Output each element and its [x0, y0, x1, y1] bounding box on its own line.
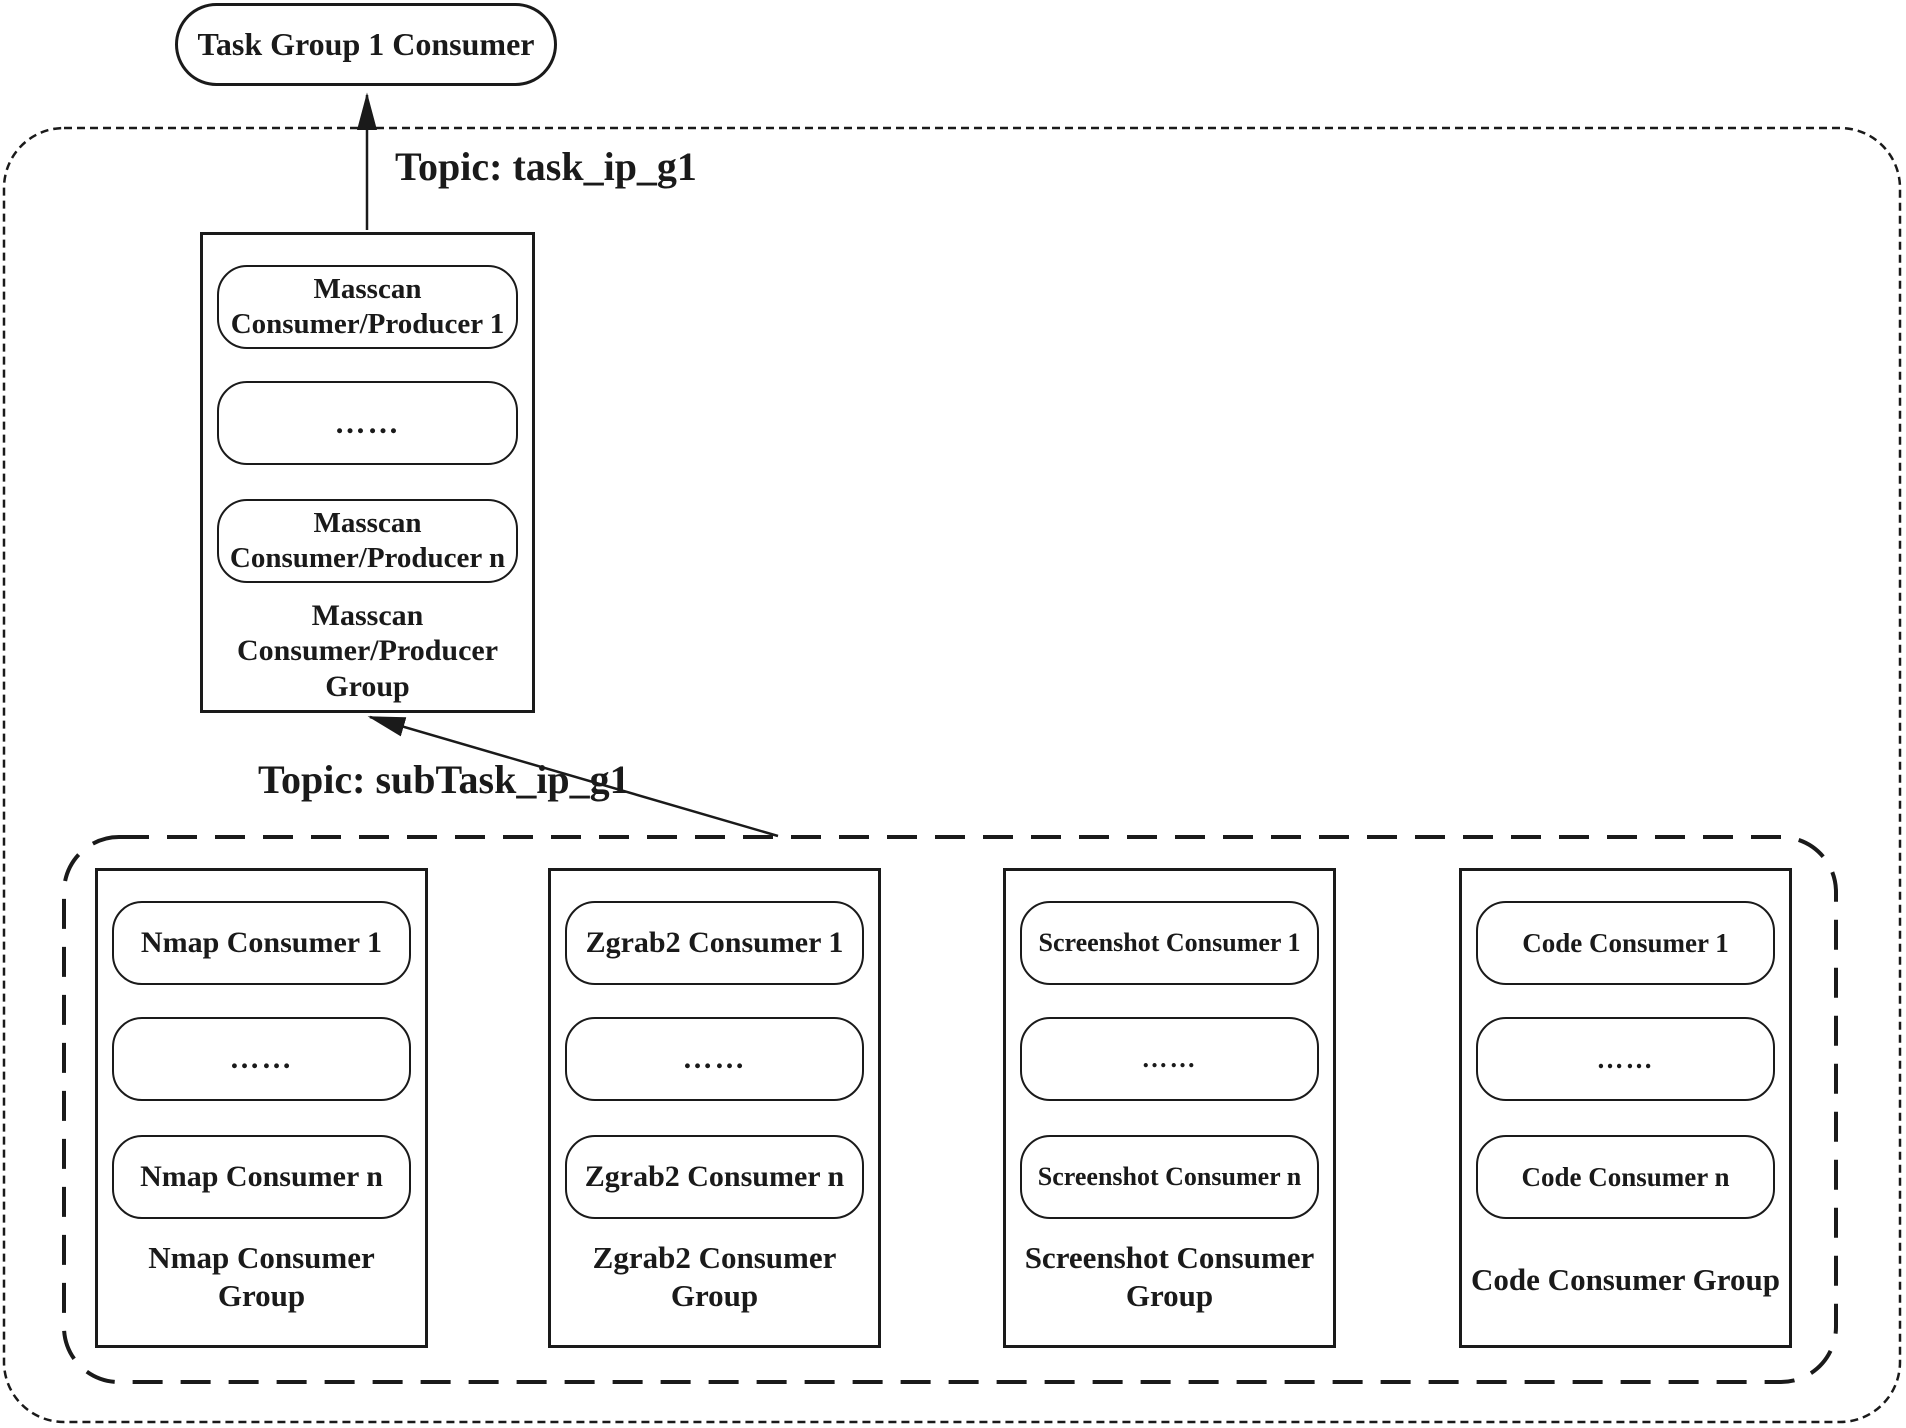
nmap-consumer-1-node: Nmap Consumer 1	[112, 901, 411, 985]
screenshot-consumer-group-box: Screenshot Consumer 1 …… Screenshot Cons…	[1003, 868, 1336, 1348]
nmap-ellipsis-node: ……	[112, 1017, 411, 1101]
screenshot-consumer-n-node: Screenshot Consumer n	[1020, 1135, 1319, 1219]
zgrab2-consumer-1-label: Zgrab2 Consumer 1	[585, 925, 844, 959]
code-consumer-n-node: Code Consumer n	[1476, 1135, 1775, 1219]
zgrab2-consumer-n-label: Zgrab2 Consumer n	[584, 1159, 845, 1193]
task-group-consumer-node: Task Group 1 Consumer	[175, 3, 557, 86]
ellipsis-label: ……	[1596, 1043, 1655, 1074]
screenshot-consumer-1-node: Screenshot Consumer 1	[1020, 901, 1319, 985]
masscan-group-label: Masscan Consumer/Producer Group	[236, 599, 499, 703]
zgrab2-consumer-group-box: Zgrab2 Consumer 1 …… Zgrab2 Consumer n Z…	[548, 868, 881, 1348]
nmap-consumer-group-box: Nmap Consumer 1 …… Nmap Consumer n Nmap …	[95, 868, 428, 1348]
masscan-consumer-producer-1-node: Masscan Consumer/Producer 1	[217, 265, 518, 349]
zgrab2-consumer-1-node: Zgrab2 Consumer 1	[565, 901, 864, 985]
zgrab2-consumer-n-node: Zgrab2 Consumer n	[565, 1135, 864, 1219]
ellipsis-label: ……	[334, 405, 401, 441]
nmap-consumer-n-node: Nmap Consumer n	[112, 1135, 411, 1219]
screenshot-consumer-n-label: Screenshot Consumer n	[1037, 1162, 1302, 1192]
masscan-consumer-producer-1-label: Masscan Consumer/Producer 1	[230, 272, 505, 340]
zgrab2-ellipsis-node: ……	[565, 1017, 864, 1101]
code-consumer-n-label: Code Consumer n	[1521, 1161, 1730, 1192]
code-consumer-1-node: Code Consumer 1	[1476, 901, 1775, 985]
screenshot-ellipsis-node: ……	[1020, 1017, 1319, 1101]
code-ellipsis-node: ……	[1476, 1017, 1775, 1101]
screenshot-group-label: Screenshot Consumer Group	[1024, 1240, 1315, 1313]
topic-task-ip-label: Topic: task_ip_g1	[395, 144, 697, 189]
screenshot-consumer-1-label: Screenshot Consumer 1	[1038, 928, 1301, 958]
nmap-consumer-n-label: Nmap Consumer n	[140, 1159, 383, 1193]
masscan-consumer-producer-n-node: Masscan Consumer/Producer n	[217, 499, 518, 583]
ellipsis-label: ……	[1141, 1044, 1198, 1074]
masscan-consumer-producer-group-box: Masscan Consumer/Producer 1 …… Masscan C…	[200, 232, 535, 713]
code-consumer-group-box: Code Consumer 1 …… Code Consumer n Code …	[1459, 868, 1792, 1348]
ellipsis-label: ……	[229, 1041, 294, 1075]
task-group-consumer-label: Task Group 1 Consumer	[197, 26, 535, 62]
nmap-group-label: Nmap Consumer Group	[148, 1240, 375, 1313]
zgrab2-group-label: Zgrab2 Consumer Group	[592, 1240, 837, 1313]
masscan-ellipsis-node: ……	[217, 381, 518, 465]
code-group-label: Code Consumer Group	[1471, 1262, 1780, 1297]
topic-subtask-ip-label: Topic: subTask_ip_g1	[258, 757, 630, 802]
masscan-consumer-producer-n-label: Masscan Consumer/Producer n	[229, 506, 506, 574]
code-consumer-1-label: Code Consumer 1	[1522, 927, 1729, 958]
nmap-consumer-1-label: Nmap Consumer 1	[140, 925, 383, 959]
ellipsis-label: ……	[682, 1041, 747, 1075]
